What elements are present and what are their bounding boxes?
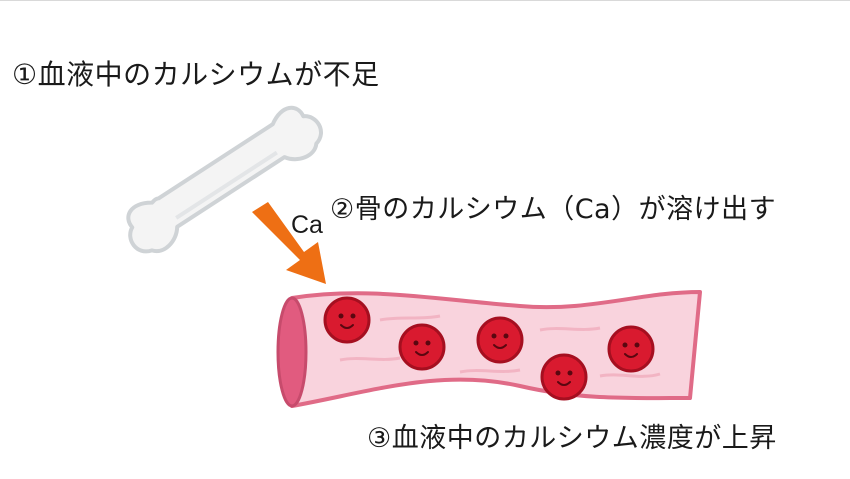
arrow-icon xyxy=(252,202,326,284)
calcium-arrow-label: Ca xyxy=(291,211,323,239)
top-divider xyxy=(0,0,850,1)
step-3-label: ③血液中のカルシウム濃度が上昇 xyxy=(367,423,777,454)
step-2-label: ②骨のカルシウム（Ca）が溶け出す xyxy=(330,194,777,225)
step-1-label: ①血液中のカルシウムが不足 xyxy=(12,58,380,91)
bone-icon xyxy=(126,105,323,254)
red-blood-cell-icon xyxy=(323,296,655,401)
